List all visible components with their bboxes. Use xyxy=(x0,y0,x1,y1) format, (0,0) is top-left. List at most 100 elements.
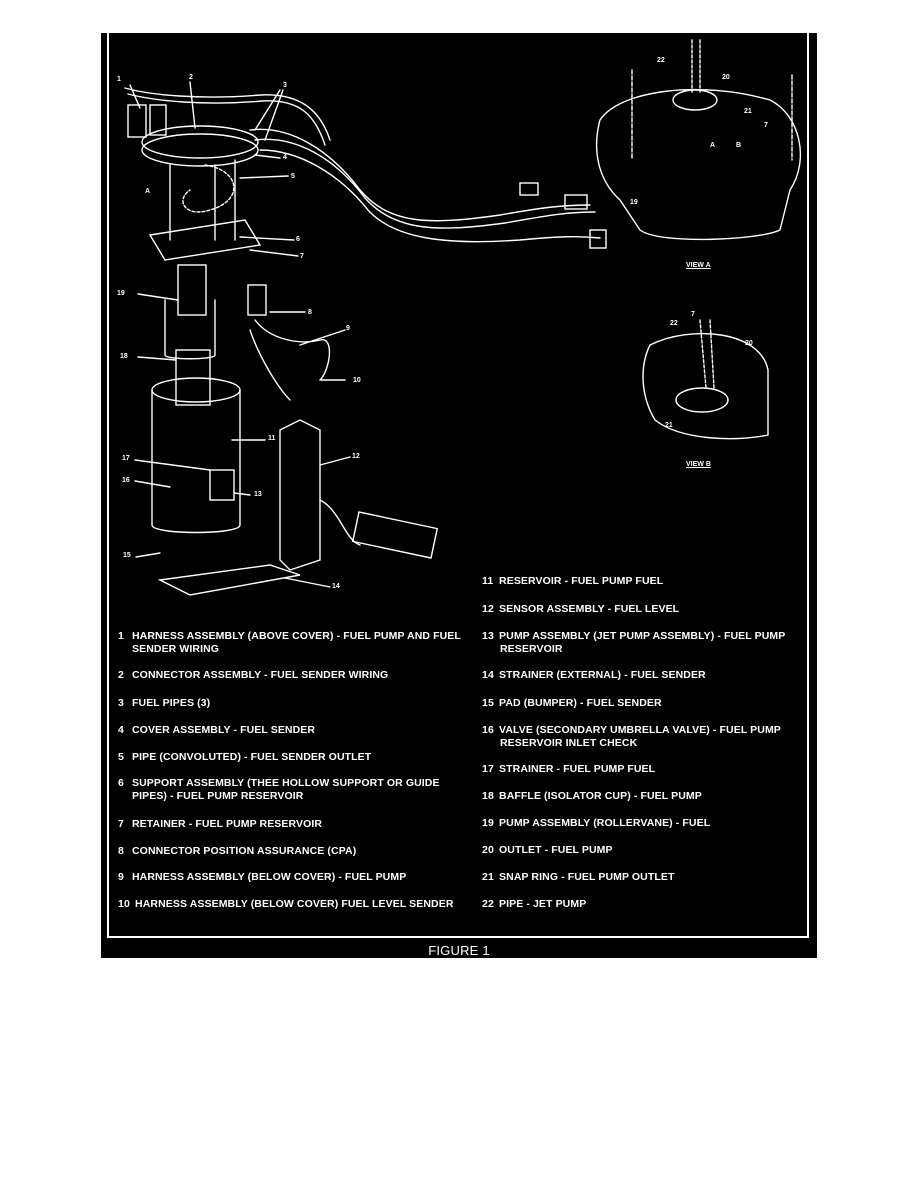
legend-number: 14 xyxy=(482,669,494,681)
figure-panel xyxy=(101,33,817,958)
legend-number: 18 xyxy=(482,790,494,802)
callout-8: 8 xyxy=(308,309,312,316)
view-b-callout-21: 21 xyxy=(665,422,673,429)
legend-text: STRAINER (EXTERNAL) - FUEL SENDER xyxy=(499,669,706,681)
legend-number: 20 xyxy=(482,844,494,856)
callout-7: 7 xyxy=(300,253,304,260)
legend-number: 2 xyxy=(118,669,124,681)
legend-text: OUTLET - FUEL PUMP xyxy=(499,844,613,856)
legend-text: COVER ASSEMBLY - FUEL SENDER xyxy=(132,724,316,736)
rollervane-pump xyxy=(177,264,207,316)
legend-number: 1 xyxy=(118,630,124,642)
callout-17: 17 xyxy=(122,455,130,462)
legend-number: 17 xyxy=(482,763,494,775)
legend-number: 7 xyxy=(118,818,124,830)
callout-15: 15 xyxy=(123,552,131,559)
callout-19: 19 xyxy=(117,290,125,297)
legend-text: SNAP RING - FUEL PUMP OUTLET xyxy=(499,871,675,883)
legend-number: 11 xyxy=(482,575,494,587)
legend-number: 16 xyxy=(482,724,494,736)
float xyxy=(351,511,439,559)
callout-4: 4 xyxy=(283,154,287,161)
legend-item-6: 6 SUPPORT ASSEMBLY (THEE HOLLOW SUPPORT O… xyxy=(118,777,468,803)
legend-text: HARNESS ASSEMBLY (ABOVE COVER) - FUEL PU… xyxy=(132,630,461,642)
view-a-label: VIEW A xyxy=(686,262,711,269)
convoluted-pipe xyxy=(182,164,235,213)
legend-text: SUPPORT ASSEMBLY (THEE HOLLOW SUPPORT OR… xyxy=(132,777,440,789)
legend-item-18: 18 BAFFLE (ISOLATOR CUP) - FUEL PUMP xyxy=(482,790,802,803)
fuel-level-sensor xyxy=(279,419,321,571)
view-b-callout-7: 7 xyxy=(691,311,695,318)
legend-text: RESERVOIR - FUEL PUMP FUEL xyxy=(499,575,664,587)
callout-11: 11 xyxy=(268,435,276,442)
legend-number: 13 xyxy=(482,630,494,642)
legend-number: 3 xyxy=(118,697,124,709)
legend-item-14: 14 STRAINER (EXTERNAL) - FUEL SENDER xyxy=(482,669,802,682)
legend-text-cont: RESERVOIR INLET CHECK xyxy=(500,737,638,749)
view-a-callout-21: 21 xyxy=(744,108,752,115)
legend-number: 12 xyxy=(482,603,494,615)
legend-item-17: 17 STRAINER - FUEL PUMP FUEL xyxy=(482,763,802,776)
view-b-callout-20: 20 xyxy=(745,340,753,347)
legend-text: HARNESS ASSEMBLY (BELOW COVER) FUEL LEVE… xyxy=(135,898,454,910)
legend-text: CONNECTOR POSITION ASSURANCE (CPA) xyxy=(132,845,357,857)
callout-2: 2 xyxy=(189,74,193,81)
jet-pump xyxy=(209,469,235,501)
legend-number: 5 xyxy=(118,751,124,763)
fuel-pipe xyxy=(249,128,591,222)
legend-number: 21 xyxy=(482,871,494,883)
legend-text: PUMP ASSEMBLY (ROLLERVANE) - FUEL xyxy=(499,817,711,829)
legend-number: 10 xyxy=(118,898,130,910)
legend-text-cont: PIPES) - FUEL PUMP RESERVOIR xyxy=(132,790,304,802)
legend-text: SENSOR ASSEMBLY - FUEL LEVEL xyxy=(499,603,680,615)
legend-item-1: 1 HARNESS ASSEMBLY (ABOVE COVER) - FUEL P… xyxy=(118,630,468,656)
legend-text: CONNECTOR ASSEMBLY - FUEL SENDER WIRING xyxy=(132,669,389,681)
callout-3: 3 xyxy=(283,82,287,89)
legend-number: 22 xyxy=(482,898,494,910)
legend-number: 15 xyxy=(482,697,494,709)
view-a-callout-20: 20 xyxy=(722,74,730,81)
legend-number: 4 xyxy=(118,724,124,736)
legend-item-20: 20 OUTLET - FUEL PUMP xyxy=(482,844,802,857)
callout-10: 10 xyxy=(353,377,361,384)
harness-wire xyxy=(124,87,331,141)
legend-item-5: 5 PIPE (CONVOLUTED) - FUEL SENDER OUTLET xyxy=(118,751,468,764)
callout-13: 13 xyxy=(254,491,262,498)
callout-1: 1 xyxy=(117,76,121,83)
reservoir-retainer xyxy=(148,219,262,261)
callout-18: 18 xyxy=(120,353,128,360)
legend-text: PIPE (CONVOLUTED) - FUEL SENDER OUTLET xyxy=(132,751,372,763)
callout-16: 16 xyxy=(122,477,130,484)
legend-item-16: 16 VALVE (SECONDARY UMBRELLA VALVE) - FU… xyxy=(482,724,802,750)
figure-caption: FIGURE 1 xyxy=(428,943,490,958)
legend-number: 6 xyxy=(118,777,124,789)
view-b-callout-22: 22 xyxy=(670,320,678,327)
legend-text: VALVE (SECONDARY UMBRELLA VALVE) - FUEL … xyxy=(499,724,781,736)
legend-text: BAFFLE (ISOLATOR CUP) - FUEL PUMP xyxy=(499,790,702,802)
callout-5: 5 xyxy=(291,173,295,180)
legend-number: 19 xyxy=(482,817,494,829)
figure-frame xyxy=(107,33,809,938)
legend-item-19: 19 PUMP ASSEMBLY (ROLLERVANE) - FUEL xyxy=(482,817,802,830)
legend-text: PUMP ASSEMBLY (JET PUMP ASSEMBLY) - FUEL… xyxy=(499,630,786,642)
callout-view-a-marker: A xyxy=(145,188,151,195)
legend-text-cont: RESERVOIR xyxy=(500,643,563,655)
harness-connector xyxy=(127,104,147,138)
view-a-callout-19: 19 xyxy=(630,199,638,206)
legend-item-15: 15 PAD (BUMPER) - FUEL SENDER xyxy=(482,697,802,710)
legend-text: HARNESS ASSEMBLY (BELOW COVER) - FUEL PU… xyxy=(132,871,407,883)
legend-item-7: 7 RETAINER - FUEL PUMP RESERVOIR xyxy=(118,818,468,831)
legend-item-10: 10 HARNESS ASSEMBLY (BELOW COVER) FUEL L… xyxy=(118,898,478,911)
fuel-pump-reservoir xyxy=(151,389,241,534)
callout-9: 9 xyxy=(346,325,350,332)
callout-12: 12 xyxy=(352,453,360,460)
legend-text: PAD (BUMPER) - FUEL SENDER xyxy=(499,697,662,709)
view-a-callout-7: 7 xyxy=(764,122,768,129)
legend-item-8: 8 CONNECTOR POSITION ASSURANCE (CPA) xyxy=(118,845,468,858)
legend-text: RETAINER - FUEL PUMP RESERVOIR xyxy=(132,818,323,830)
legend-item-22: 22 PIPE - JET PUMP xyxy=(482,898,802,911)
legend-number: 8 xyxy=(118,845,124,857)
legend-text: FUEL PIPES (3) xyxy=(132,697,211,709)
